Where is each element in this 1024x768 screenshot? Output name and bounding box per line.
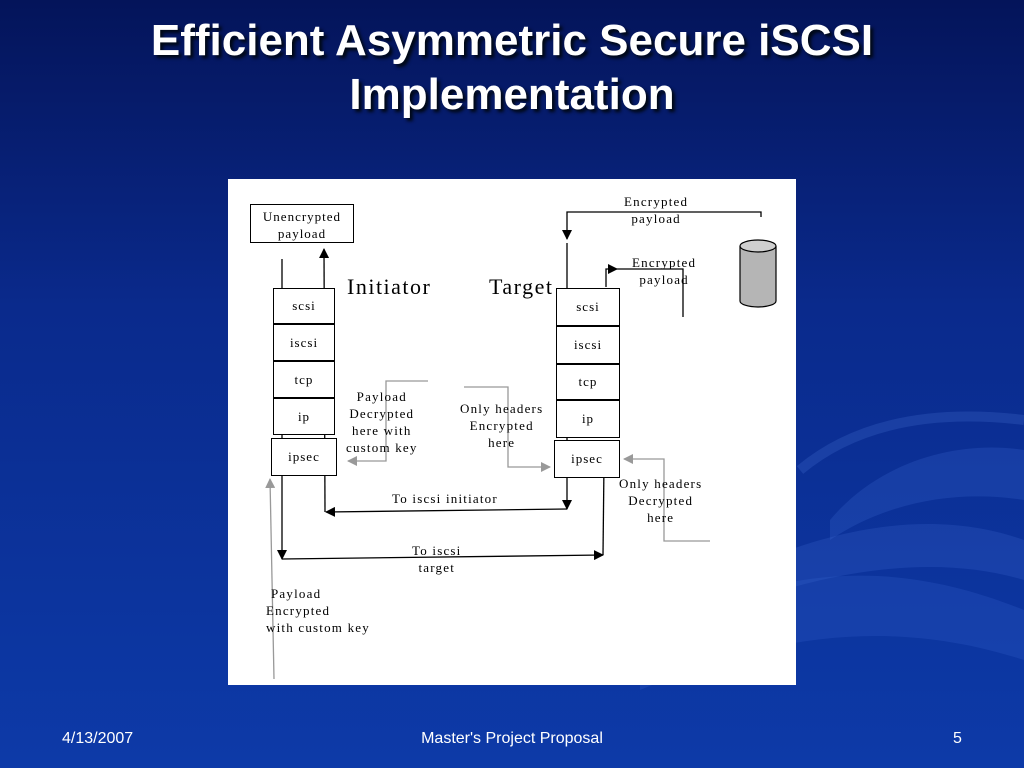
only-headers-encrypted-label: Only headers Encrypted here bbox=[460, 400, 543, 451]
headers-encrypted-line-2: Encrypted bbox=[469, 418, 534, 433]
storage-return-line bbox=[562, 211, 762, 240]
encrypted-payload-line-1: Encrypted bbox=[632, 255, 697, 270]
payload-decrypted-line-3: here with bbox=[352, 423, 412, 438]
payload-encrypted-label: Payload Encrypted with custom key bbox=[266, 585, 370, 636]
target-scsi-layer: scsi bbox=[556, 288, 620, 326]
headers-decrypted-line-1: Only headers bbox=[619, 476, 703, 491]
target-ipsec-layer: ipsec bbox=[554, 440, 620, 478]
target-to-storage-arrow bbox=[605, 264, 618, 287]
payload-decrypted-label: Payload Decrypted here with custom key bbox=[346, 388, 418, 456]
footer-title: Master's Project Proposal bbox=[421, 730, 603, 747]
encrypted-payload-line-2: payload bbox=[639, 272, 689, 287]
payload-encrypted-line-1: Payload bbox=[271, 586, 322, 601]
target-ip-layer: ip bbox=[556, 400, 620, 438]
to-iscsi-initiator-label: To iscsi initiator bbox=[392, 491, 498, 506]
top-encrypted-line-1: Encrypted bbox=[624, 194, 689, 209]
target-tcp-layer: tcp bbox=[556, 364, 620, 400]
headers-decrypted-line-3: here bbox=[647, 510, 675, 525]
target-iscsi-layer: iscsi bbox=[556, 326, 620, 364]
initiator-iscsi-layer: iscsi bbox=[273, 324, 335, 361]
initiator-ip-layer: ip bbox=[273, 398, 335, 435]
initiator-tcp-layer: tcp bbox=[273, 361, 335, 398]
gray-headers-decrypt-arrow bbox=[623, 454, 710, 542]
payload-decrypted-line-2: Decrypted bbox=[349, 406, 415, 421]
initiator-label: Initiator bbox=[347, 274, 432, 299]
gray-payload-encrypt-arrow bbox=[265, 478, 276, 680]
initiator-ipsec-layer: ipsec bbox=[271, 438, 337, 476]
headers-encrypted-line-1: Only headers bbox=[460, 401, 544, 416]
headers-decrypted-line-2: Decrypted bbox=[628, 493, 694, 508]
footer-date: 4/13/2007 bbox=[62, 730, 134, 747]
target-up-line bbox=[602, 462, 605, 556]
unencrypted-box-line-2: payload bbox=[277, 226, 327, 241]
slide-title-line-2: Implementation bbox=[349, 70, 675, 119]
iscsi-diagram: Unencrypted payload Initiator Target scs… bbox=[228, 179, 796, 685]
to-iscsi-target-label: To iscsi target bbox=[412, 542, 462, 576]
to-initiator-arrow bbox=[325, 506, 568, 517]
only-headers-decrypted-label: Only headers Decrypted here bbox=[619, 475, 702, 526]
gray-decrypt-arrow bbox=[347, 380, 428, 466]
slide-title-line-1: Efficient Asymmetric Secure iSCSI bbox=[150, 16, 874, 65]
payload-decrypted-line-1: Payload bbox=[356, 389, 407, 404]
top-encrypted-payload-label: Encrypted payload bbox=[624, 193, 688, 227]
to-target-line-2: target bbox=[418, 560, 456, 575]
payload-decrypted-line-4: custom key bbox=[346, 440, 418, 455]
footer-page-number: 5 bbox=[953, 730, 962, 747]
storage-to-encrypted-line bbox=[617, 268, 684, 317]
to-target-arrow bbox=[281, 550, 604, 561]
encrypted-payload-label: Encrypted payload bbox=[632, 254, 696, 288]
gray-encrypt-arrow bbox=[464, 386, 551, 472]
database-cylinder-icon bbox=[739, 239, 777, 308]
target-label: Target bbox=[489, 274, 554, 299]
slide-title: Efficient Asymmetric Secure iSCSI Implem… bbox=[0, 14, 1024, 122]
payload-encrypted-line-3: with custom key bbox=[266, 620, 370, 635]
payload-encrypted-line-2: Encrypted bbox=[266, 603, 331, 618]
unencrypted-box-line-1: Unencrypted bbox=[262, 209, 342, 224]
unencrypted-payload-box: Unencrypted payload bbox=[250, 204, 354, 243]
headers-encrypted-line-3: here bbox=[488, 435, 516, 450]
to-target-line-1: To iscsi bbox=[412, 543, 462, 558]
initiator-scsi-layer: scsi bbox=[273, 288, 335, 324]
top-encrypted-line-2: payload bbox=[631, 211, 681, 226]
